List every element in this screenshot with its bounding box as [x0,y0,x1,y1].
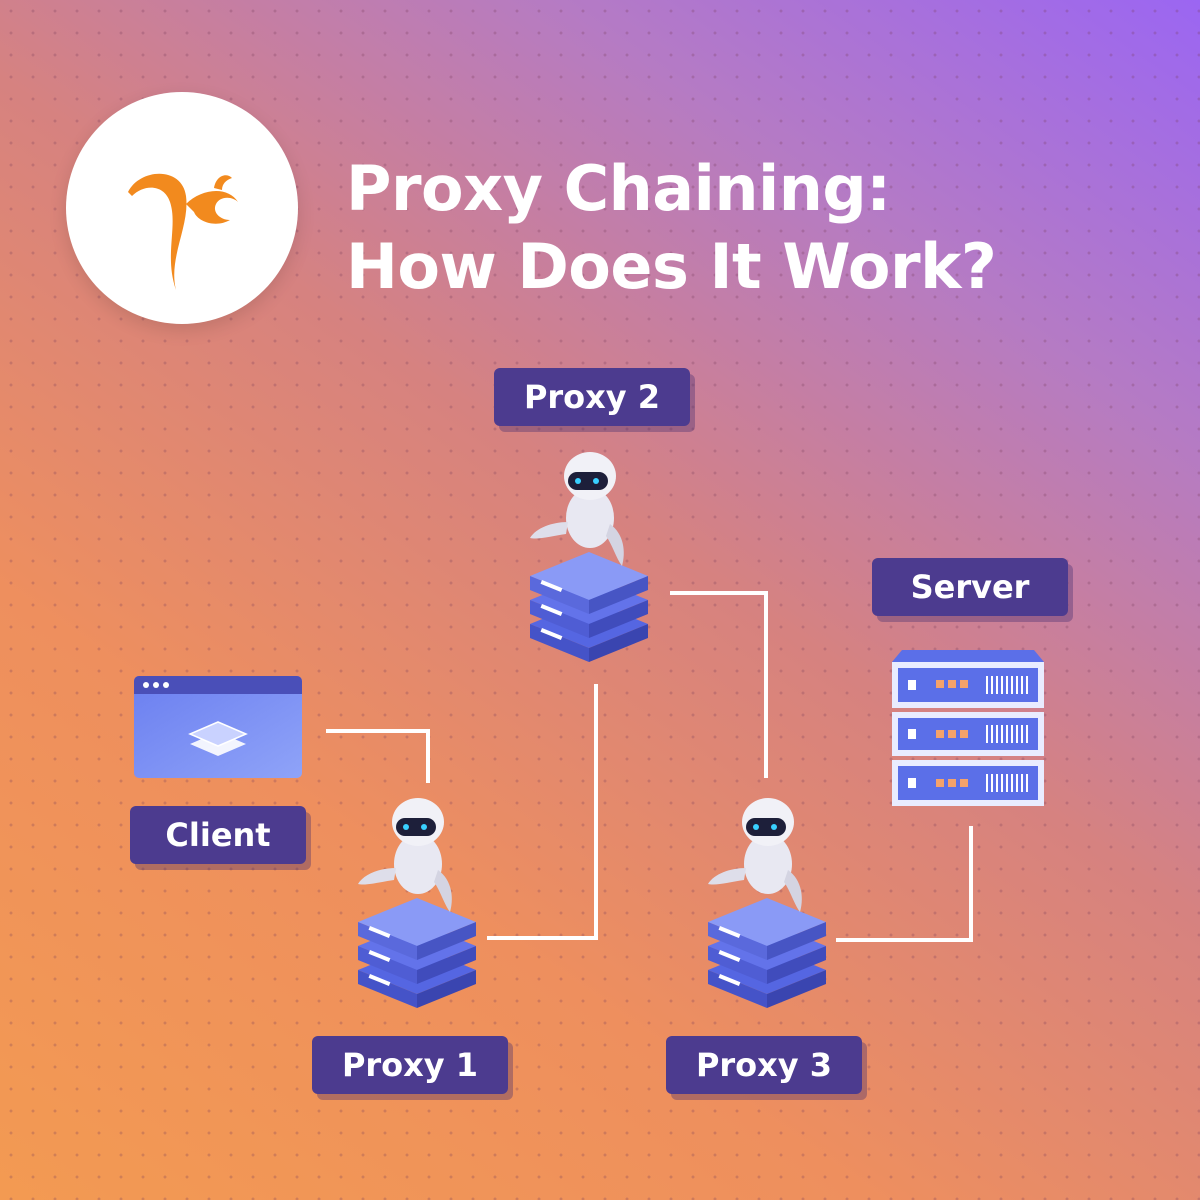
connector-client-proxy1 [326,729,430,783]
proxy-2-label: Proxy 2 [494,368,690,426]
proxy-1-robot-server-icon [358,798,476,1008]
server-label: Server [872,558,1068,616]
server-rack-icon [892,650,1044,806]
proxy-3-robot-server-icon [708,798,826,1008]
connector-proxy2-proxy3 [670,591,768,778]
title-line-2: How Does It Work? [346,230,997,303]
client-label: Client [130,806,306,864]
proxy-2-robot-server-icon [530,452,648,662]
proxy-1-label: Proxy 1 [312,1036,508,1094]
page-title: Proxy Chaining: How Does It Work? [346,150,997,306]
logo-badge [66,92,298,324]
squirrel-logo-icon [128,173,238,290]
connector-proxy1-proxy2 [487,684,598,940]
proxy-3-label: Proxy 3 [666,1036,862,1094]
browser-window-icon [134,676,302,778]
connector-proxy3-server [836,826,973,942]
title-line-1: Proxy Chaining: [346,152,891,225]
